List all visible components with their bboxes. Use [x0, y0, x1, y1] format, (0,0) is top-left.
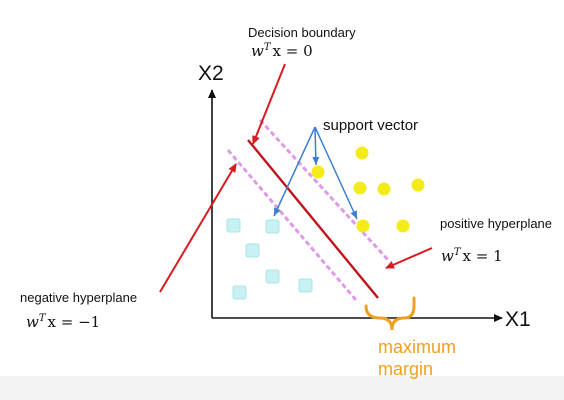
support-vector-arrow	[273, 126, 316, 217]
negative-hyperplane-line	[226, 149, 358, 301]
positive-point	[356, 219, 370, 233]
negative-point	[245, 243, 260, 258]
positive-point	[377, 182, 391, 196]
positive-point	[353, 181, 367, 195]
positive-point	[355, 146, 369, 160]
positive-point	[396, 219, 410, 233]
negative-point	[226, 218, 241, 233]
support-vector-arrow	[314, 126, 358, 220]
decision-boundary-label: Decision boundary	[248, 25, 356, 40]
x-axis-label: X1	[505, 308, 531, 331]
positive-point	[311, 165, 325, 179]
negative-point	[232, 285, 247, 300]
negative-annotation-arrow	[159, 163, 237, 293]
negative-point	[265, 219, 280, 234]
negative-hyperplane-label: negative hyperplane	[20, 290, 137, 305]
maximum-margin-label-line2: margin	[378, 359, 433, 379]
positive-hyperplane-line	[258, 118, 392, 264]
y-axis-label: X2	[198, 62, 224, 85]
support-vector-label: support vector	[323, 117, 418, 134]
negative-points	[226, 218, 313, 300]
positive-annotation-arrow	[385, 247, 433, 269]
support-vector-arrow	[312, 126, 320, 166]
decision-boundary-line	[247, 139, 379, 299]
boundary-annotation-arrow	[252, 63, 286, 145]
positive-hyperplane-label: positive hyperplane	[440, 216, 552, 231]
positive-points	[311, 146, 425, 233]
maximum-margin-label-line1: maximum	[378, 337, 456, 357]
positive-point	[411, 178, 425, 192]
margin-brace-icon	[364, 296, 416, 331]
negative-point	[265, 269, 280, 284]
bottom-band	[0, 376, 564, 400]
negative-point	[298, 278, 313, 293]
